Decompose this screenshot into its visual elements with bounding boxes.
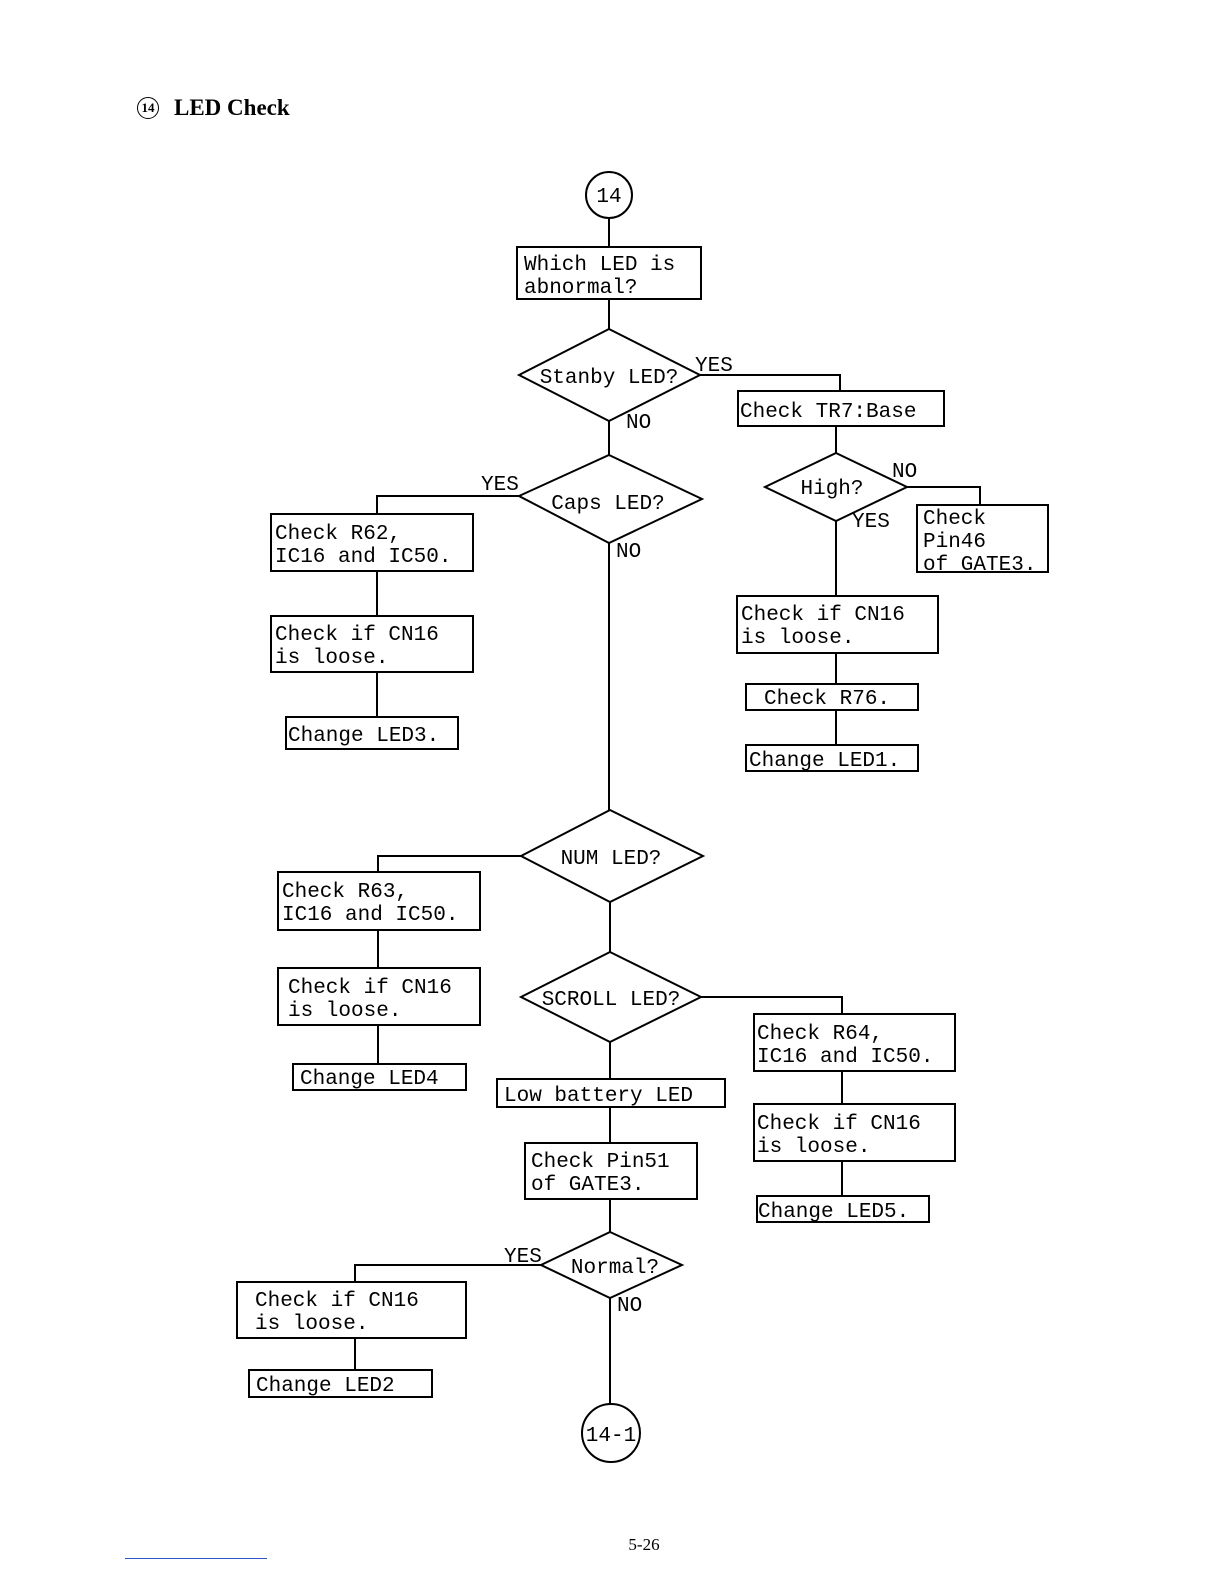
check-r62-text-2: IC16 and IC50. [275,546,451,569]
normal-decision: Normal? [538,1230,685,1300]
battery-cn16-text-1: Check if CN16 [255,1290,419,1313]
standby-no-label: NO [626,412,651,435]
scroll-led-text: SCROLL LED? [542,989,681,1012]
change-led1-text: Change LED1. [749,750,900,773]
low-battery-box: Low battery LED [496,1078,726,1108]
check-r76-text: Check R76. [764,688,890,711]
check-r63-box: Check R63, IC16 and IC50. [277,871,481,931]
scroll-cn16-text-1: Check if CN16 [757,1113,921,1136]
check-r62-text-1: Check R62, [275,523,401,546]
check-r64-box: Check R64, IC16 and IC50. [753,1013,956,1072]
num-led-decision: NUM LED? [518,808,706,904]
flow-lines [354,218,981,1404]
line-scroll-yes [701,996,843,1014]
change-led5-text: Change LED5. [758,1201,909,1224]
line-standby-yes [700,374,841,391]
low-battery-text: Low battery LED [504,1085,693,1108]
check-r64-text-1: Check R64, [757,1023,883,1046]
section-number-badge: 14 [137,97,159,119]
high-no-label: NO [892,461,917,484]
branch-labels: YES NO NO YES YES NO YES NO [481,355,917,1318]
num-cn16-text-2: is loose. [288,1000,401,1023]
high-yes-label: YES [852,511,890,534]
standby-led-text: Stanby LED? [540,367,679,390]
line-high-no [907,486,981,505]
normal-no-label: NO [617,1295,642,1318]
check-pin46-box: Check Pin46 of GATE3. [916,504,1049,577]
which-led-box: Which LED is abnormal? [516,246,702,300]
check-tr7-text: Check TR7:Base [740,401,916,424]
check-pin46-text-2: Pin46 [923,531,986,554]
change-led3-text: Change LED3. [288,725,439,748]
scroll-led-decision: SCROLL LED? [518,950,704,1044]
num-cn16-text-1: Check if CN16 [288,977,452,1000]
change-led4-text: Change LED4 [300,1068,439,1091]
caps-cn16-box: Check if CN16 is loose. [270,615,474,673]
footer-rule [125,1558,267,1559]
change-led1-box: Change LED1. [745,744,919,773]
which-led-text-2: abnormal? [524,277,637,300]
scroll-cn16-box: Check if CN16 is loose. [753,1103,956,1162]
normal-yes-label: YES [504,1246,542,1269]
check-pin51-box: Check Pin51 of GATE3. [524,1142,698,1200]
caps-no-label: NO [616,541,641,564]
standby-led-decision: Stanby LED? [516,327,703,423]
high-decision: High? [762,451,910,523]
caps-led-text: Caps LED? [551,493,664,516]
check-r63-text-2: IC16 and IC50. [282,904,458,927]
check-r76-box: Check R76. [745,683,919,711]
check-pin46-text-3: of GATE3. [923,554,1036,577]
check-r64-text-2: IC16 and IC50. [757,1046,933,1069]
change-led2-box: Change LED2 [248,1369,433,1398]
end-connector-label: 14-1 [586,1425,636,1448]
line-num-yes [377,855,521,872]
section-title: LED Check [174,95,290,120]
change-led3-box: Change LED3. [285,716,459,750]
check-pin51-text-1: Check Pin51 [531,1151,670,1174]
section-header: 14 LED Check [137,95,290,121]
check-pin46-text-1: Check [923,508,986,531]
caps-yes-label: YES [481,474,519,497]
battery-cn16-box: Check if CN16 is loose. [236,1281,467,1339]
scroll-cn16-text-2: is loose. [757,1136,870,1159]
check-r62-box: Check R62, IC16 and IC50. [270,513,474,572]
battery-cn16-text-2: is loose. [255,1313,368,1336]
change-led5-box: Change LED5. [756,1195,930,1224]
num-led-text: NUM LED? [561,848,662,871]
end-connector: 14-1 [581,1403,641,1463]
page-number: 5-26 [628,1535,660,1554]
caps-led-decision: Caps LED? [516,453,705,545]
standby-cn16-box: Check if CN16 is loose. [736,595,939,654]
start-connector-label: 14 [596,186,621,209]
check-pin51-text-2: of GATE3. [531,1174,644,1197]
start-connector: 14 [585,171,633,219]
normal-text: Normal? [571,1257,659,1280]
which-led-text-1: Which LED is [524,254,675,277]
change-led4-box: Change LED4 [292,1063,467,1091]
line-normal-yes [354,1264,541,1282]
high-text: High? [800,478,863,501]
standby-cn16-text-2: is loose. [741,627,854,650]
num-cn16-box: Check if CN16 is loose. [277,967,481,1026]
change-led2-text: Change LED2 [256,1375,395,1398]
check-r63-text-1: Check R63, [282,881,408,904]
line-caps-yes [376,495,519,514]
caps-cn16-text-2: is loose. [275,647,388,670]
standby-yes-label: YES [695,355,733,378]
standby-cn16-text-1: Check if CN16 [741,604,905,627]
caps-cn16-text-1: Check if CN16 [275,624,439,647]
check-tr7-box: Check TR7:Base [737,390,945,427]
